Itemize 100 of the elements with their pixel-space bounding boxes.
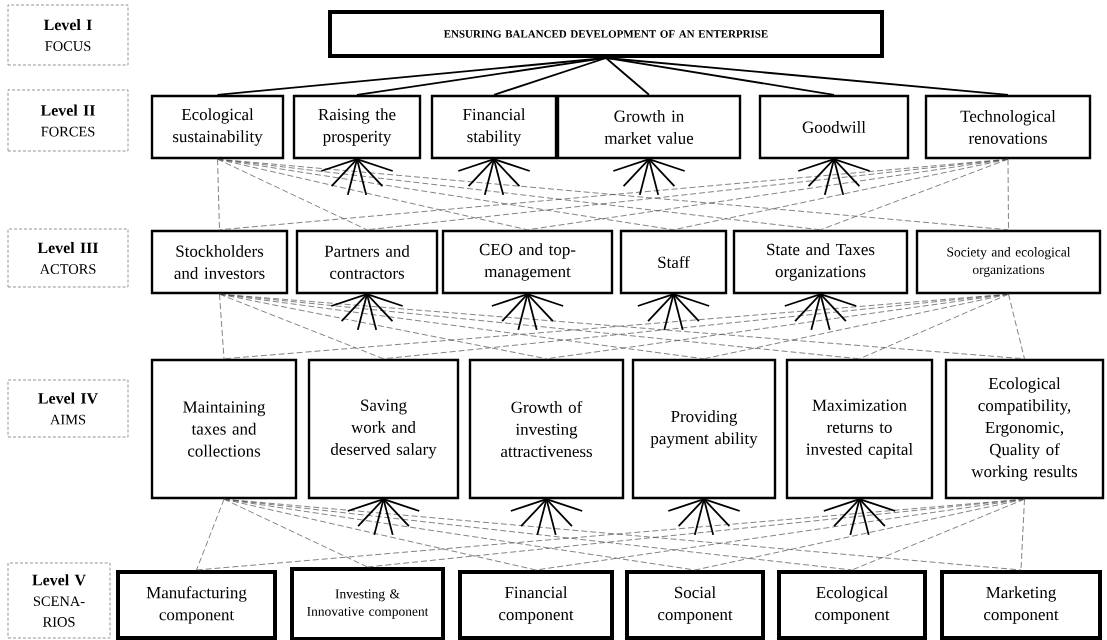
connector — [672, 293, 684, 331]
connector — [501, 293, 529, 323]
connector — [1008, 293, 1025, 360]
connector — [467, 158, 495, 188]
process-box: State and Taxes organizations — [732, 229, 909, 295]
process-box: Ecological sustainability — [150, 94, 285, 160]
connector — [382, 498, 421, 512]
connector — [196, 498, 225, 571]
connector — [703, 498, 741, 512]
process-box: CEO and top-management — [441, 229, 614, 295]
connector — [366, 293, 394, 323]
connector — [667, 498, 705, 512]
connector — [346, 498, 385, 512]
connector — [703, 498, 731, 528]
connector — [663, 293, 675, 331]
connector — [783, 293, 822, 307]
connector — [382, 498, 410, 528]
connector — [648, 158, 660, 196]
connector — [346, 158, 358, 196]
connector — [217, 158, 528, 231]
focus-box: ENSURING BALANCED DEVELOPMENT OF AN ENTERPRISE — [328, 10, 884, 58]
process-box: Ecological compatibility, Ergonomic, Quality of working results — [944, 358, 1105, 500]
connector — [373, 498, 385, 536]
level-label: Level V SCENA-RIOS — [7, 562, 111, 639]
process-box: Growth of investing attractiveness — [468, 358, 625, 500]
process-box: Maximization returns to invested capital — [785, 358, 934, 500]
connector — [340, 293, 368, 323]
connector — [545, 498, 584, 512]
level-label: Level I FOCUS — [7, 4, 129, 66]
process-box: Providing payment ability — [631, 358, 777, 500]
process-box: Staff — [619, 229, 728, 295]
connector — [605, 57, 650, 96]
process-box: Raising the prosperity — [292, 94, 422, 160]
connector — [819, 293, 831, 331]
process-box: Partners and contractors — [295, 229, 439, 295]
process-box: Stockholders and investors — [150, 229, 289, 295]
connector — [810, 293, 822, 331]
scenario-box: Manufacturing component — [116, 570, 277, 640]
connector — [822, 498, 861, 512]
connector — [859, 293, 1009, 360]
connector — [833, 158, 861, 188]
connector — [672, 293, 711, 307]
connector — [648, 158, 686, 172]
connector — [1020, 498, 1025, 571]
connector — [526, 293, 538, 331]
connector — [217, 158, 368, 231]
scenario-box: Investing & Innovative component — [290, 567, 445, 640]
connector — [536, 498, 548, 536]
connector — [858, 498, 897, 512]
connector — [366, 293, 404, 307]
connector — [858, 498, 886, 528]
connector — [217, 158, 220, 231]
connector — [819, 293, 847, 323]
connector — [457, 158, 495, 172]
connector — [493, 158, 521, 188]
connector — [526, 293, 565, 307]
connector — [703, 498, 715, 536]
connector — [612, 158, 650, 172]
connector — [823, 158, 835, 196]
connector — [520, 498, 548, 528]
process-box: Financial stability — [430, 94, 558, 160]
connector — [820, 158, 1009, 231]
process-box: Technological renovations — [924, 94, 1092, 160]
connector — [490, 293, 529, 307]
connector — [382, 498, 394, 536]
connector — [356, 293, 368, 331]
process-box: Goodwill — [758, 94, 910, 160]
connector — [356, 57, 607, 96]
connector — [330, 293, 368, 307]
scenario-box: Social component — [625, 570, 765, 640]
connector — [526, 293, 554, 323]
connector — [1007, 158, 1009, 231]
connector — [849, 498, 861, 536]
connector — [819, 293, 858, 307]
scenario-box: Marketing component — [940, 570, 1102, 640]
level-label: Level II FORCES — [7, 89, 129, 152]
connector — [366, 293, 378, 331]
connector — [693, 498, 705, 536]
connector — [703, 293, 1009, 360]
process-box: Maintaining taxes and collections — [150, 358, 298, 500]
connector — [357, 498, 385, 528]
connector — [493, 158, 505, 196]
connector — [797, 158, 835, 172]
connector — [851, 498, 1025, 571]
connector — [833, 158, 871, 172]
connector — [648, 158, 676, 188]
level-label: Level III ACTORS — [7, 228, 129, 288]
connector — [672, 293, 700, 323]
level-label: Level IV AIMS — [7, 379, 129, 438]
connector — [638, 158, 650, 196]
connector — [636, 293, 675, 307]
connector — [833, 158, 845, 196]
connector — [356, 158, 394, 172]
connector — [833, 498, 861, 528]
connector — [320, 158, 358, 172]
connector — [807, 158, 835, 188]
connector — [483, 158, 495, 196]
connector — [219, 293, 225, 360]
connector — [219, 293, 384, 360]
connector — [794, 293, 822, 323]
